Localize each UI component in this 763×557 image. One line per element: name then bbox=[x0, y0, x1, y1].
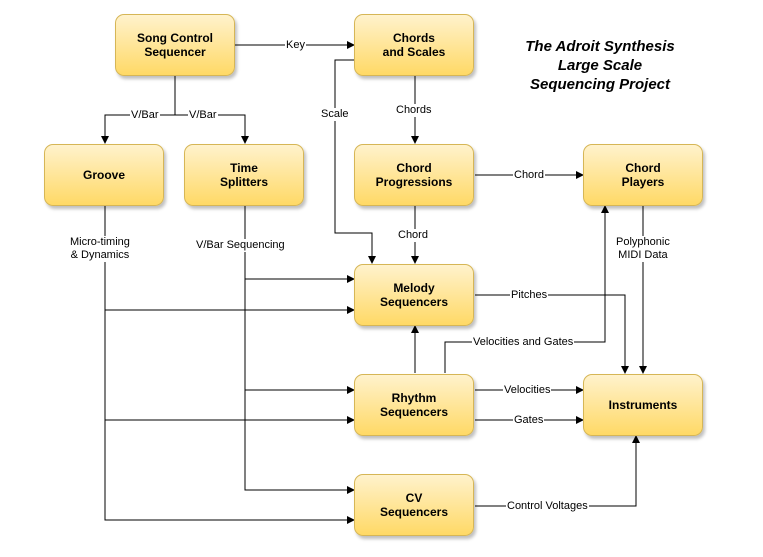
label-chord-players: Chord bbox=[513, 169, 545, 182]
label-vbar-right: V/Bar bbox=[188, 109, 218, 122]
label-gates: Gates bbox=[513, 414, 545, 427]
diagram-title: The Adroit Synthesis Large Scale Sequenc… bbox=[525, 38, 675, 93]
label-velocities: Velocities bbox=[503, 384, 552, 397]
node-rhythm-sequencers: Rhythm Sequencers bbox=[354, 374, 474, 436]
node-melody-sequencers: Melody Sequencers bbox=[354, 264, 474, 326]
node-groove: Groove bbox=[44, 144, 164, 206]
label-microtiming: Micro-timing & Dynamics bbox=[69, 236, 131, 262]
label-polyphonic-midi: Polyphonic MIDI Data bbox=[615, 236, 671, 262]
edge-control-voltages bbox=[475, 435, 640, 507]
edge-groove-trunk bbox=[104, 206, 355, 524]
label-vbar-left: V/Bar bbox=[130, 109, 160, 122]
label-control-voltages: Control Voltages bbox=[506, 500, 589, 513]
node-instruments: Instruments bbox=[583, 374, 703, 436]
label-chord-melody: Chord bbox=[397, 229, 429, 242]
label-key: Key bbox=[285, 39, 306, 52]
edge-pitches bbox=[475, 294, 629, 374]
edge-splitters-trunk bbox=[244, 206, 355, 494]
node-time-splitters: Time Splitters bbox=[184, 144, 304, 206]
node-chord-progressions: Chord Progressions bbox=[354, 144, 474, 206]
label-vbar-sequencing: V/Bar Sequencing bbox=[195, 239, 286, 252]
edge-scale bbox=[334, 59, 376, 264]
node-song-control-sequencer: Song Control Sequencer bbox=[115, 14, 235, 76]
label-chords: Chords bbox=[395, 104, 433, 117]
node-chords-and-scales: Chords and Scales bbox=[354, 14, 474, 76]
label-velocities-gates: Velocities and Gates bbox=[472, 336, 575, 349]
label-pitches: Pitches bbox=[510, 289, 549, 302]
label-scale: Scale bbox=[320, 108, 350, 121]
node-chord-players: Chord Players bbox=[583, 144, 703, 206]
node-cv-sequencers: CV Sequencers bbox=[354, 474, 474, 536]
